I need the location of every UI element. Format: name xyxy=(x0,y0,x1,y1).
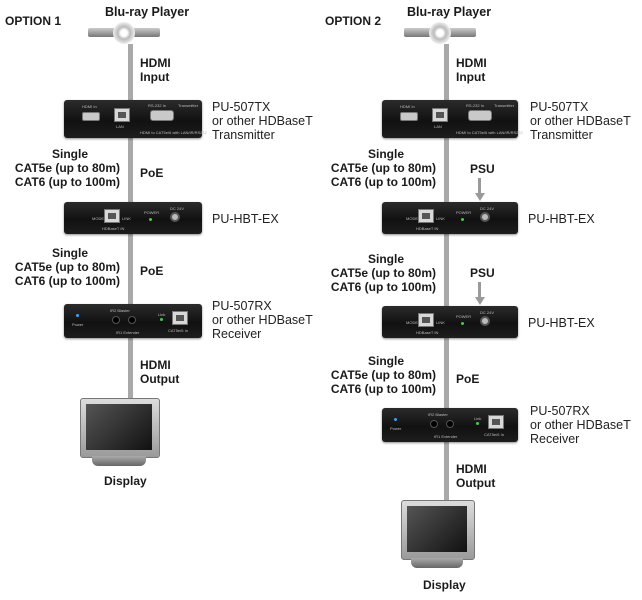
poe-label-2: PoE xyxy=(140,264,164,278)
pu-hbt-ex-label-1: PU-HBT-EX xyxy=(528,212,595,226)
bluray-player-icon xyxy=(88,22,160,44)
bluray-player-icon xyxy=(404,22,476,44)
display-icon xyxy=(80,398,160,470)
pu-hbt-ex-label-2: PU-HBT-EX xyxy=(528,316,595,330)
hdmi-output-cable xyxy=(444,442,449,500)
psu-arrow-head-2 xyxy=(474,297,485,305)
cat-cable-segment-2 xyxy=(128,234,133,304)
cat-cable-segment-1 xyxy=(444,138,449,202)
pu-hbt-ex-device: MODE LINK HDBaseT IN POWER DC 24V xyxy=(382,306,518,338)
option2-title: OPTION 2 xyxy=(325,14,382,28)
pu-507tx-device: HDMI In LAN RS-232 In Transmitter HDMI t… xyxy=(382,100,523,138)
cable-spec-3: Single CAT5e (up to 80m)CAT6 (up to 100m… xyxy=(330,354,436,396)
cable-spec-2: Single CAT5e (up to 80m)CAT6 (up to 100m… xyxy=(330,252,436,294)
pu-hbt-ex-label: PU-HBT-EX xyxy=(212,212,279,226)
pu-507rx-device: Power IR2 Blaster IR1 Extender Link CAT5… xyxy=(382,408,518,442)
psu-arrow-1 xyxy=(478,178,481,194)
cable-spec-2: Single CAT5e (up to 80m)CAT6 (up to 100m… xyxy=(14,246,120,288)
pu-507tx-device: HDMI In LAN RS-232 In Transmitter HDMI t… xyxy=(64,100,207,138)
poe-label-1: PoE xyxy=(140,166,164,180)
psu-label-1: PSU xyxy=(470,162,495,176)
pu-hbt-ex-device: MODE LINK HDBaseT IN POWER DC 24V xyxy=(64,202,202,234)
option1-source-label: Blu-ray Player xyxy=(105,5,190,19)
display-icon xyxy=(401,500,475,572)
poe-label-3: PoE xyxy=(456,372,480,386)
option2-source-label: Blu-ray Player xyxy=(407,5,492,19)
cable-spec-1: Single CAT5e (up to 80m)CAT6 (up to 100m… xyxy=(330,147,436,189)
psu-label-2: PSU xyxy=(470,266,495,280)
cat-cable-segment-2 xyxy=(444,234,449,306)
option1-title: OPTION 1 xyxy=(5,14,62,28)
hdmi-input-cable xyxy=(128,44,133,100)
cat-cable-segment-3 xyxy=(444,338,449,408)
display-label: Display xyxy=(423,578,466,592)
psu-arrow-head-1 xyxy=(474,193,485,201)
display-label: Display xyxy=(104,474,147,488)
cable-spec-1: Single CAT5e (up to 80m)CAT6 (up to 100m… xyxy=(14,147,120,189)
hdmi-input-cable xyxy=(444,44,449,100)
psu-arrow-2 xyxy=(478,282,481,298)
hdmi-output-cable xyxy=(128,338,133,400)
cat-cable-segment-1 xyxy=(128,138,133,202)
pu-507rx-device: Power IR2 Blaster IR1 Extender Link CAT5… xyxy=(64,304,202,338)
pu-hbt-ex-device: MODE LINK HDBaseT IN POWER DC 24V xyxy=(382,202,518,234)
